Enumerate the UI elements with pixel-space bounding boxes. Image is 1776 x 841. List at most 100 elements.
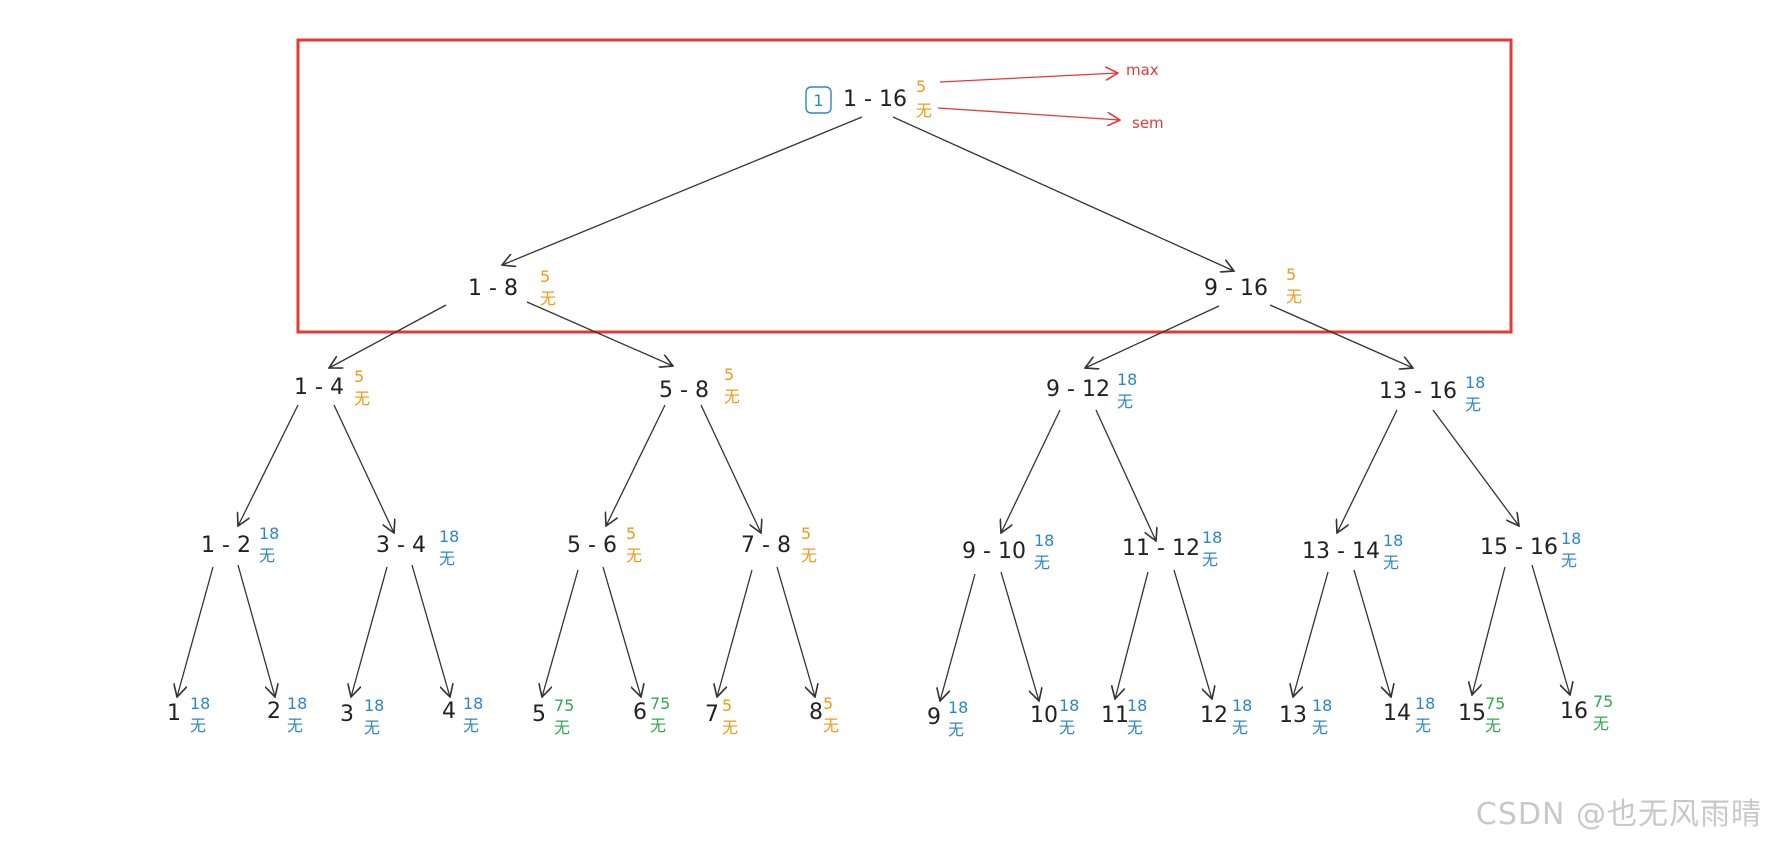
node-range-label: 13 [1279, 703, 1307, 728]
edge [177, 566, 214, 697]
node-max-value: 18 [1415, 694, 1435, 713]
edge [776, 566, 815, 697]
edge [1432, 409, 1519, 526]
node-sem-value: 无 [1561, 551, 1577, 570]
node-sem-value: 无 [916, 101, 932, 120]
node-sem-value: 无 [1286, 287, 1302, 306]
edge [606, 404, 666, 526]
edge [329, 304, 447, 368]
node-range-label: 5 [532, 702, 546, 727]
node-max-value: 18 [287, 694, 307, 713]
node-sem-value: 无 [1383, 553, 1399, 572]
max-annotation-label: max [1126, 61, 1159, 79]
node-max-value: 75 [554, 696, 574, 715]
node-max-value: 18 [190, 694, 210, 713]
node-range-label: 9 - 10 [962, 539, 1026, 564]
node-range-label: 1 - 2 [201, 533, 251, 558]
node-range-label: 9 - 16 [1204, 276, 1268, 301]
node-sem-value: 无 [554, 718, 570, 737]
root-index-badge [805, 86, 832, 114]
node-sem-value: 无 [722, 718, 738, 737]
edge [502, 116, 863, 265]
node-range-label: 5 - 6 [567, 533, 617, 558]
max-annotation-arrow [939, 73, 1118, 83]
edge [1115, 571, 1149, 699]
node-range-label: 11 - 12 [1122, 536, 1200, 561]
node-sem-value: 无 [439, 549, 455, 568]
node-sem-value: 无 [1117, 392, 1133, 411]
node-range-label: 6 [633, 700, 647, 725]
node-max-value: 18 [1127, 696, 1147, 715]
node-sem-value: 无 [1485, 716, 1501, 735]
node-max-value: 18 [1059, 696, 1079, 715]
node-range-label: 7 [705, 702, 719, 727]
node-max-value: 5 [823, 694, 833, 713]
edge [411, 564, 450, 697]
node-sem-value: 无 [801, 546, 817, 565]
node-max-value: 5 [354, 367, 364, 386]
node-max-value: 5 [916, 77, 926, 96]
edge [237, 564, 275, 697]
node-max-value: 18 [1312, 696, 1332, 715]
edge [1337, 409, 1398, 533]
node-max-value: 5 [722, 696, 732, 715]
sem-annotation-arrow [937, 107, 1120, 120]
node-range-label: 15 - 16 [1480, 535, 1558, 560]
sem-annotation-label: sem [1132, 114, 1164, 132]
edge [1173, 569, 1212, 699]
node-max-value: 18 [1232, 696, 1252, 715]
edge [526, 301, 673, 366]
node-sem-value: 无 [1034, 553, 1050, 572]
tree-node: 7 - 8 5 无 [741, 524, 817, 565]
node-range-label: 2 [267, 699, 281, 724]
node-sem-value: 无 [1593, 714, 1609, 733]
edge [1095, 409, 1156, 541]
node-range-label: 1 - 4 [294, 375, 344, 400]
edge [542, 569, 579, 697]
edge [1293, 571, 1329, 697]
edge [333, 404, 394, 533]
node-sem-value: 无 [724, 387, 740, 406]
node-sem-value: 无 [540, 289, 556, 308]
node-max-value: 18 [948, 698, 968, 717]
node-max-value: 18 [1465, 373, 1485, 392]
node-range-label: 3 [340, 702, 354, 727]
node-max-value: 18 [463, 694, 483, 713]
edge [1001, 409, 1061, 533]
edge [602, 566, 641, 697]
edge [1000, 571, 1039, 701]
tree-node: 5 - 85无 [659, 365, 740, 406]
node-range-label: 15 [1458, 701, 1486, 726]
edge [351, 566, 388, 697]
edge [892, 116, 1234, 271]
node-range-label: 8 [809, 700, 823, 725]
node-sem-value: 无 [1059, 718, 1075, 737]
highlight-box [296, 38, 1513, 334]
node-range-label: 7 - 8 [741, 533, 791, 558]
node-max-value: 5 [540, 267, 550, 286]
node-sem-value: 无 [1127, 718, 1143, 737]
node-max-value: 75 [650, 694, 670, 713]
node-max-value: 18 [439, 527, 459, 546]
node-sem-value: 无 [1312, 718, 1328, 737]
node-range-label: 13 - 16 [1379, 379, 1457, 404]
node-max-value: 5 [801, 524, 811, 543]
edge [1085, 305, 1220, 368]
node-max-value: 18 [1202, 528, 1222, 547]
